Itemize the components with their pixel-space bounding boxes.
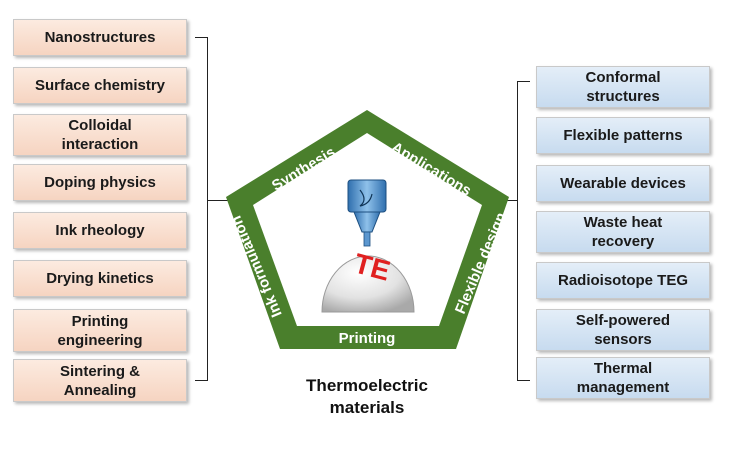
right-item-conformal-structures: Conformal structures [536,66,710,108]
left-item-surface-chemistry: Surface chemistry [13,67,187,104]
left-item-doping-physics: Doping physics [13,164,187,201]
left-item-sintering-annealing: Sintering & Annealing [13,359,187,402]
right-item-wearable-devices: Wearable devices [536,165,710,202]
right-item-flexible-patterns: Flexible patterns [536,117,710,154]
center-title: Thermoelectric materials [306,376,428,417]
left-item-drying-kinetics: Drying kinetics [13,260,187,297]
right-item-waste-heat-recovery: Waste heat recovery [536,211,710,253]
left-item-ink-rheology: Ink rheology [13,212,187,249]
label-printing: Printing [339,330,396,347]
right-item-thermal-management: Thermal management [536,357,710,399]
left-connector [208,200,230,201]
left-bracket [195,37,208,381]
left-item-colloidal-interaction: Colloidal interaction [13,114,187,156]
right-item-self-powered-sensors: Self-powered sensors [536,309,710,351]
right-bracket [517,81,530,381]
right-item-radioisotope-teg: Radioisotope TEG [536,262,710,299]
dome [321,255,415,313]
left-item-nanostructures: Nanostructures [13,19,187,56]
nozzle-icon [347,179,387,247]
right-connector [504,200,517,201]
left-item-printing-engineering: Printing engineering [13,309,187,352]
